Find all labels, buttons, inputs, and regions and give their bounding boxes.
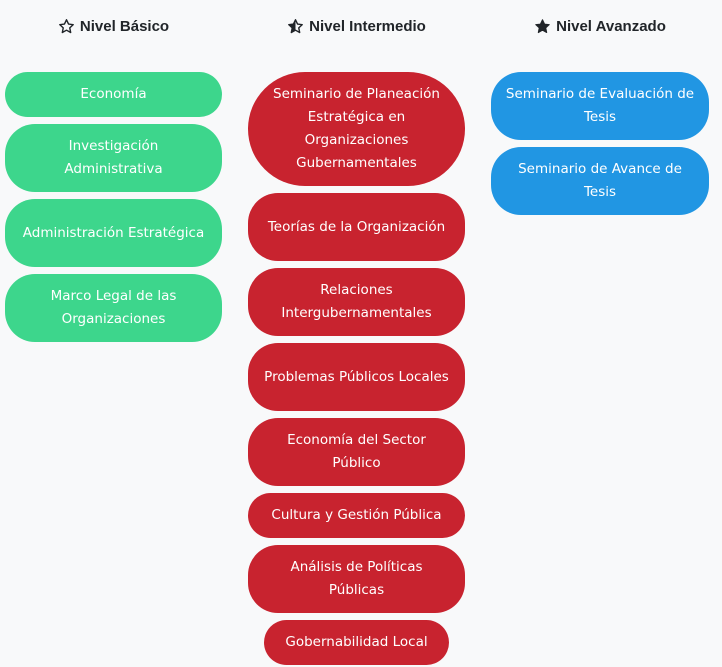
column-intermediate-level: Nivel Intermedio Seminario de Planeación… xyxy=(248,0,465,665)
intermediate-course-list: Seminario de Planeación Estratégica en O… xyxy=(248,72,465,665)
star-outline-icon xyxy=(58,18,75,35)
course-economia-sector-publico[interactable]: Economía del Sector Público xyxy=(248,418,465,486)
course-economia[interactable]: Economía xyxy=(5,72,222,117)
basic-course-list: Economía Investigación Administrativa Ad… xyxy=(5,72,222,342)
star-half-icon xyxy=(287,18,304,35)
course-cultura-gestion-publica[interactable]: Cultura y Gestión Pública xyxy=(248,493,465,538)
course-gobernabilidad-local[interactable]: Gobernabilidad Local xyxy=(264,620,449,665)
course-problemas-publicos-locales[interactable]: Problemas Públicos Locales xyxy=(248,343,465,411)
basic-level-title: Nivel Básico xyxy=(79,17,170,35)
course-seminario-avance-tesis[interactable]: Seminario de Avance de Tesis xyxy=(491,147,709,215)
course-analisis-politicas-publicas[interactable]: Análisis de Políticas Públicas xyxy=(248,545,465,613)
course-administracion-estrategica[interactable]: Administración Estratégica xyxy=(5,199,222,267)
advanced-level-heading: Nivel Avanzado xyxy=(534,0,666,52)
course-seminario-planeacion[interactable]: Seminario de Planeación Estratégica en O… xyxy=(248,72,465,186)
column-basic-level: Nivel Básico Economía Investigación Admi… xyxy=(5,0,222,342)
basic-level-heading: Nivel Básico xyxy=(58,0,169,52)
course-seminario-evaluacion-tesis[interactable]: Seminario de Evaluación de Tesis xyxy=(491,72,709,140)
course-marco-legal[interactable]: Marco Legal de las Organizaciones xyxy=(5,274,222,342)
course-investigacion-administrativa[interactable]: Investigación Administrativa xyxy=(5,124,222,192)
intermediate-level-title: Nivel Intermedio xyxy=(309,17,426,35)
advanced-level-title: Nivel Avanzado xyxy=(556,17,666,35)
course-teorias-organizacion[interactable]: Teorías de la Organización xyxy=(248,193,465,261)
course-relaciones-intergubernamentales[interactable]: Relaciones Intergubernamentales xyxy=(248,268,465,336)
intermediate-level-heading: Nivel Intermedio xyxy=(287,0,426,52)
column-advanced-level: Nivel Avanzado Seminario de Evaluación d… xyxy=(491,0,709,215)
star-filled-icon xyxy=(534,18,551,35)
advanced-course-list: Seminario de Evaluación de Tesis Seminar… xyxy=(491,72,709,215)
